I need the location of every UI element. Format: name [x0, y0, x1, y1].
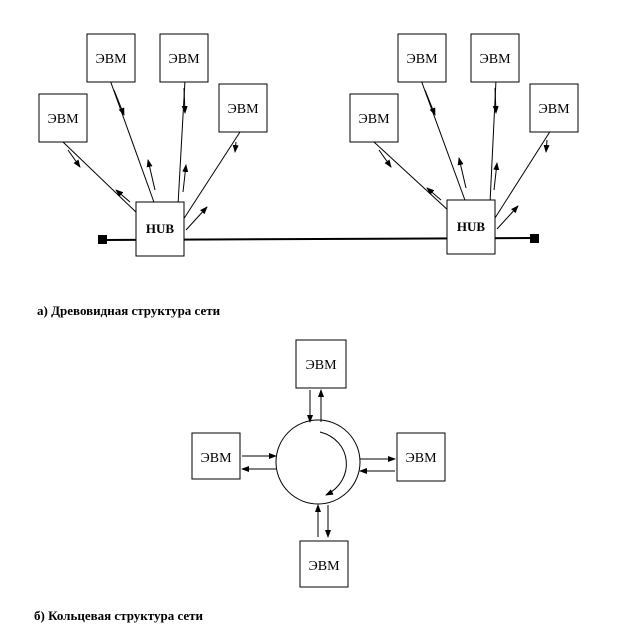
computer-box: ЭВМ — [470, 33, 520, 83]
bus-terminator-left — [98, 235, 107, 244]
computer-label: ЭВМ — [227, 102, 259, 117]
left-hub-group: ЭВМ ЭВМ ЭВМ ЭВМ HUB — [38, 33, 268, 257]
computer-label: ЭВМ — [358, 112, 390, 127]
computer-label: ЭВМ — [538, 102, 570, 117]
tree-structure: ЭВМ ЭВМ ЭВМ ЭВМ HUB — [37, 33, 579, 318]
ring-direction-arrow — [319, 431, 347, 496]
caption-tree: а) Древовидная структура сети — [37, 303, 221, 318]
computer-box: ЭВМ — [299, 540, 349, 588]
computer-box: ЭВМ — [218, 83, 268, 133]
computer-box: ЭВМ — [349, 93, 399, 143]
computer-box: ЭВМ — [86, 33, 136, 83]
computer-box: ЭВМ — [38, 93, 88, 143]
computer-label: ЭВМ — [305, 358, 337, 373]
computer-box: ЭВМ — [191, 432, 241, 480]
hub-label: HUB — [457, 219, 486, 234]
computer-label: ЭВМ — [308, 559, 340, 574]
hub-label: HUB — [146, 221, 175, 236]
caption-ring: б) Кольцевая структура сети — [34, 608, 204, 623]
computer-label: ЭВМ — [168, 52, 200, 67]
computer-label: ЭВМ — [406, 52, 438, 67]
ring-circle — [275, 419, 361, 505]
computer-label: ЭВМ — [405, 451, 437, 466]
right-hub-group: ЭВМ ЭВМ ЭВМ ЭВМ HUB — [349, 33, 579, 255]
computer-label: ЭВМ — [47, 112, 79, 127]
computer-label: ЭВМ — [479, 52, 511, 67]
hub-box: HUB — [135, 201, 185, 257]
computer-box: ЭВМ — [529, 83, 579, 133]
hub-box: HUB — [446, 199, 496, 255]
computer-box: ЭВМ — [396, 432, 446, 482]
bus-terminator-right — [530, 234, 539, 243]
computer-label: ЭВМ — [95, 52, 127, 67]
computer-box: ЭВМ — [159, 33, 209, 83]
computer-label: ЭВМ — [200, 451, 232, 466]
ring-structure: ЭВМ ЭВМ ЭВМ ЭВМ б) Кольцевая структура с… — [34, 339, 446, 623]
computer-box: ЭВМ — [295, 339, 347, 389]
computer-box: ЭВМ — [397, 33, 447, 83]
